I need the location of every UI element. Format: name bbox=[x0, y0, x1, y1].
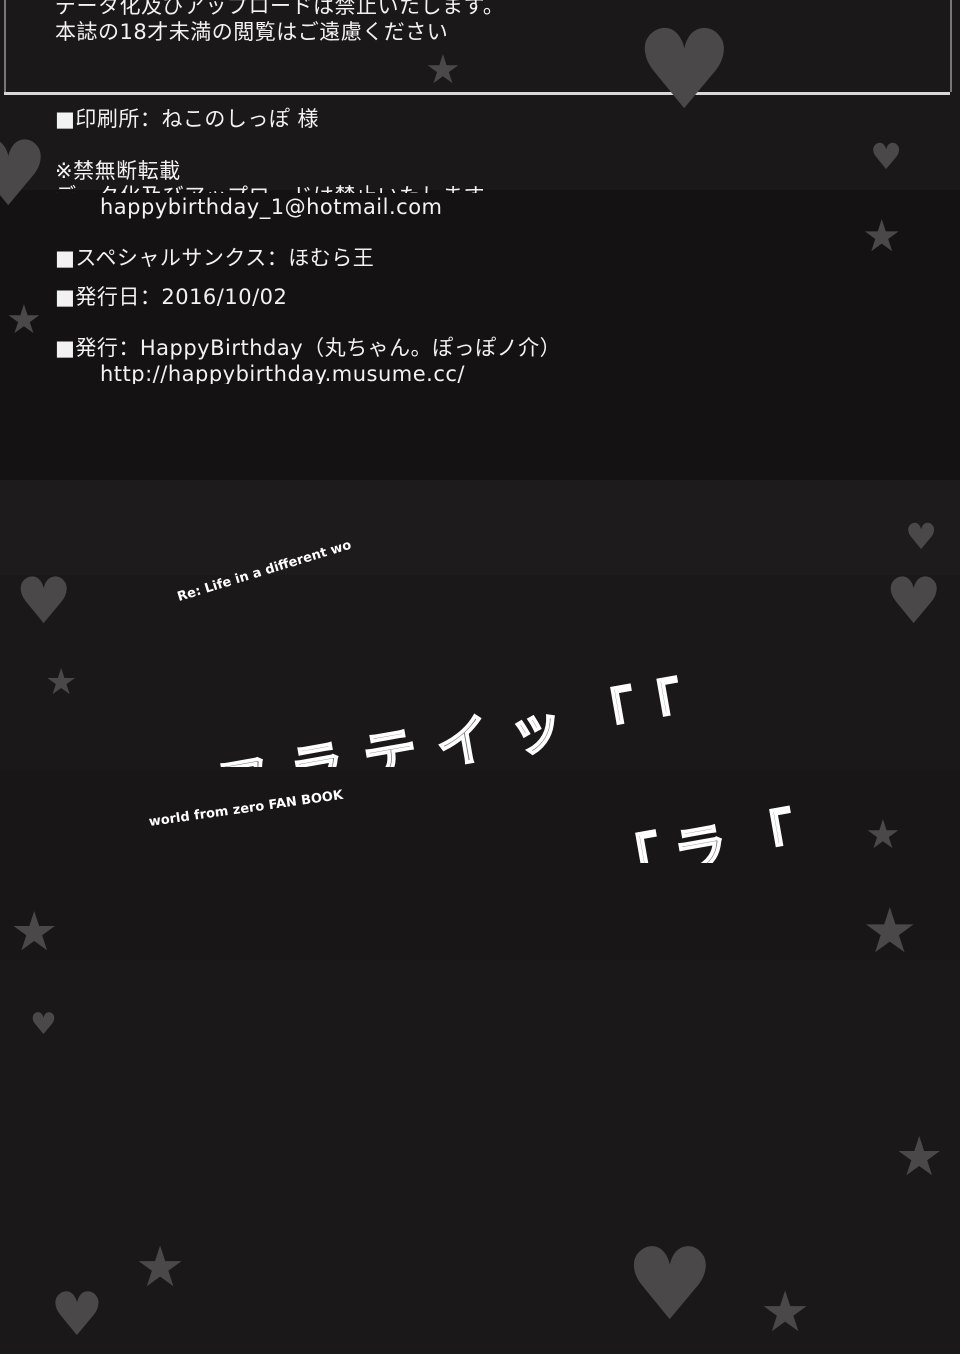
star-icon: ★ bbox=[865, 812, 901, 858]
publisher: ■発行：HappyBirthday（丸ちゃん。ぽっぽノ介） bbox=[55, 336, 562, 360]
issue-date: ■発行日：2016/10/02 bbox=[55, 285, 288, 309]
logo-title-fragment: ソフラテイッ「「 bbox=[140, 668, 708, 767]
heart-icon: ♥ bbox=[635, 6, 734, 134]
scan-band bbox=[0, 770, 960, 960]
star-icon: ★ bbox=[760, 1280, 811, 1345]
frame-right-line bbox=[950, 0, 952, 92]
heart-icon: ♥ bbox=[625, 1226, 715, 1343]
heart-icon: ♥ bbox=[15, 565, 73, 639]
reprint-ban: ※禁無断転載 bbox=[55, 159, 181, 183]
star-icon: ★ bbox=[895, 1125, 944, 1188]
special-thanks: ■スペシャルサンクス：ほむら王 bbox=[55, 246, 375, 270]
star-icon: ★ bbox=[45, 662, 78, 703]
printer-line: ■印刷所：ねこのしっぽ 様 bbox=[55, 107, 320, 131]
star-icon: ★ bbox=[862, 211, 902, 262]
scan-band bbox=[0, 190, 960, 480]
heart-icon: ♥ bbox=[0, 122, 49, 227]
star-icon: ★ bbox=[10, 900, 59, 963]
heart-icon: ♥ bbox=[50, 1280, 104, 1350]
star-icon: ★ bbox=[425, 47, 461, 93]
heart-icon: ♥ bbox=[885, 565, 943, 639]
website-url[interactable]: http://happybirthday.musume.cc/ bbox=[100, 362, 465, 384]
logo-title-clip-2: 「ラ「 bbox=[600, 800, 830, 863]
notice-line-1: データ化及びアップロードは禁止いたします。 bbox=[55, 0, 505, 18]
logo-title-fragment-2: 「ラ「 bbox=[601, 800, 815, 863]
heart-icon: ♥ bbox=[30, 1007, 57, 1042]
email-link[interactable]: happybirthday_1@hotmail.com bbox=[100, 195, 443, 219]
star-icon: ★ bbox=[6, 297, 42, 343]
heart-icon: ♥ bbox=[870, 137, 903, 178]
scan-band bbox=[0, 480, 960, 575]
logo-title-clip: ソフラテイッ「「 bbox=[140, 660, 760, 767]
star-icon: ★ bbox=[862, 894, 918, 967]
heart-icon: ♥ bbox=[905, 517, 938, 558]
divider-line bbox=[4, 92, 950, 95]
reprint-ban-sub: データ化及びアップロードは禁止いたします bbox=[55, 184, 485, 193]
notice-line-2: 本誌の18才未満の閲覧はご遠慮ください bbox=[55, 20, 449, 44]
frame-left-line bbox=[4, 0, 6, 92]
star-icon: ★ bbox=[135, 1235, 186, 1300]
